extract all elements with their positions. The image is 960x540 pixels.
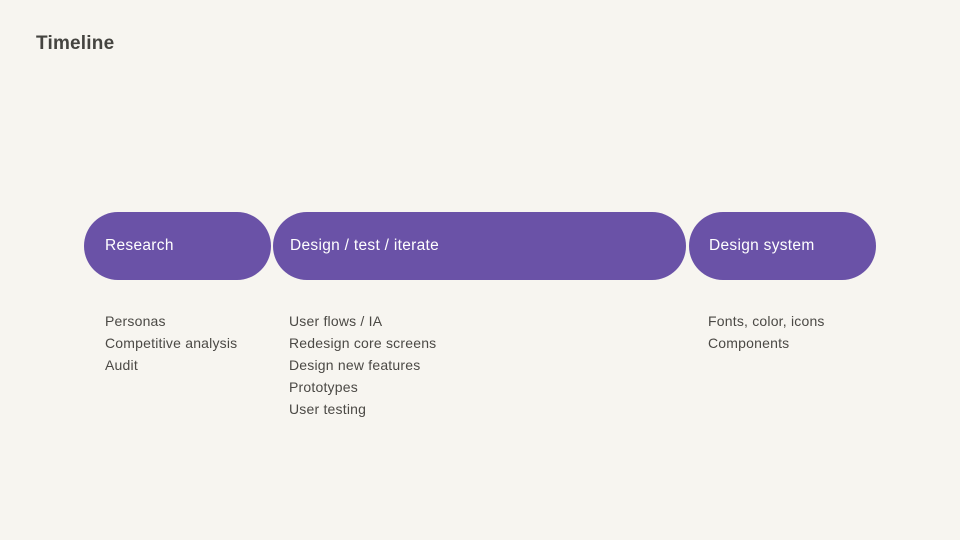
list-item: Personas [105, 313, 166, 329]
phase-pill-label: Design system [709, 237, 815, 254]
phase-pill-label: Design / test / iterate [290, 237, 440, 254]
list-item: Components [708, 335, 790, 351]
phase-pill-research: Research [84, 212, 271, 280]
phase-list-design-system: Fonts, color, icons Components [708, 310, 825, 354]
list-item: Competitive analysis [105, 335, 238, 351]
phase-pill-design-system: Design system [689, 212, 876, 280]
list-item: User flows / IA [289, 313, 383, 329]
list-item: Audit [105, 357, 138, 373]
phase-pill-label: Research [105, 237, 174, 254]
list-item: Design new features [289, 357, 421, 373]
list-item: Prototypes [289, 379, 358, 395]
phase-pill-design-test-iterate: Design / test / iterate [273, 212, 686, 280]
list-item: Redesign core screens [289, 335, 437, 351]
list-item: User testing [289, 401, 367, 417]
list-item: Fonts, color, icons [708, 313, 825, 329]
phase-list-design-test-iterate: User flows / IA Redesign core screens De… [289, 310, 436, 420]
page-title: Timeline [36, 33, 115, 54]
phase-list-research: Personas Competitive analysis Audit [105, 310, 237, 376]
